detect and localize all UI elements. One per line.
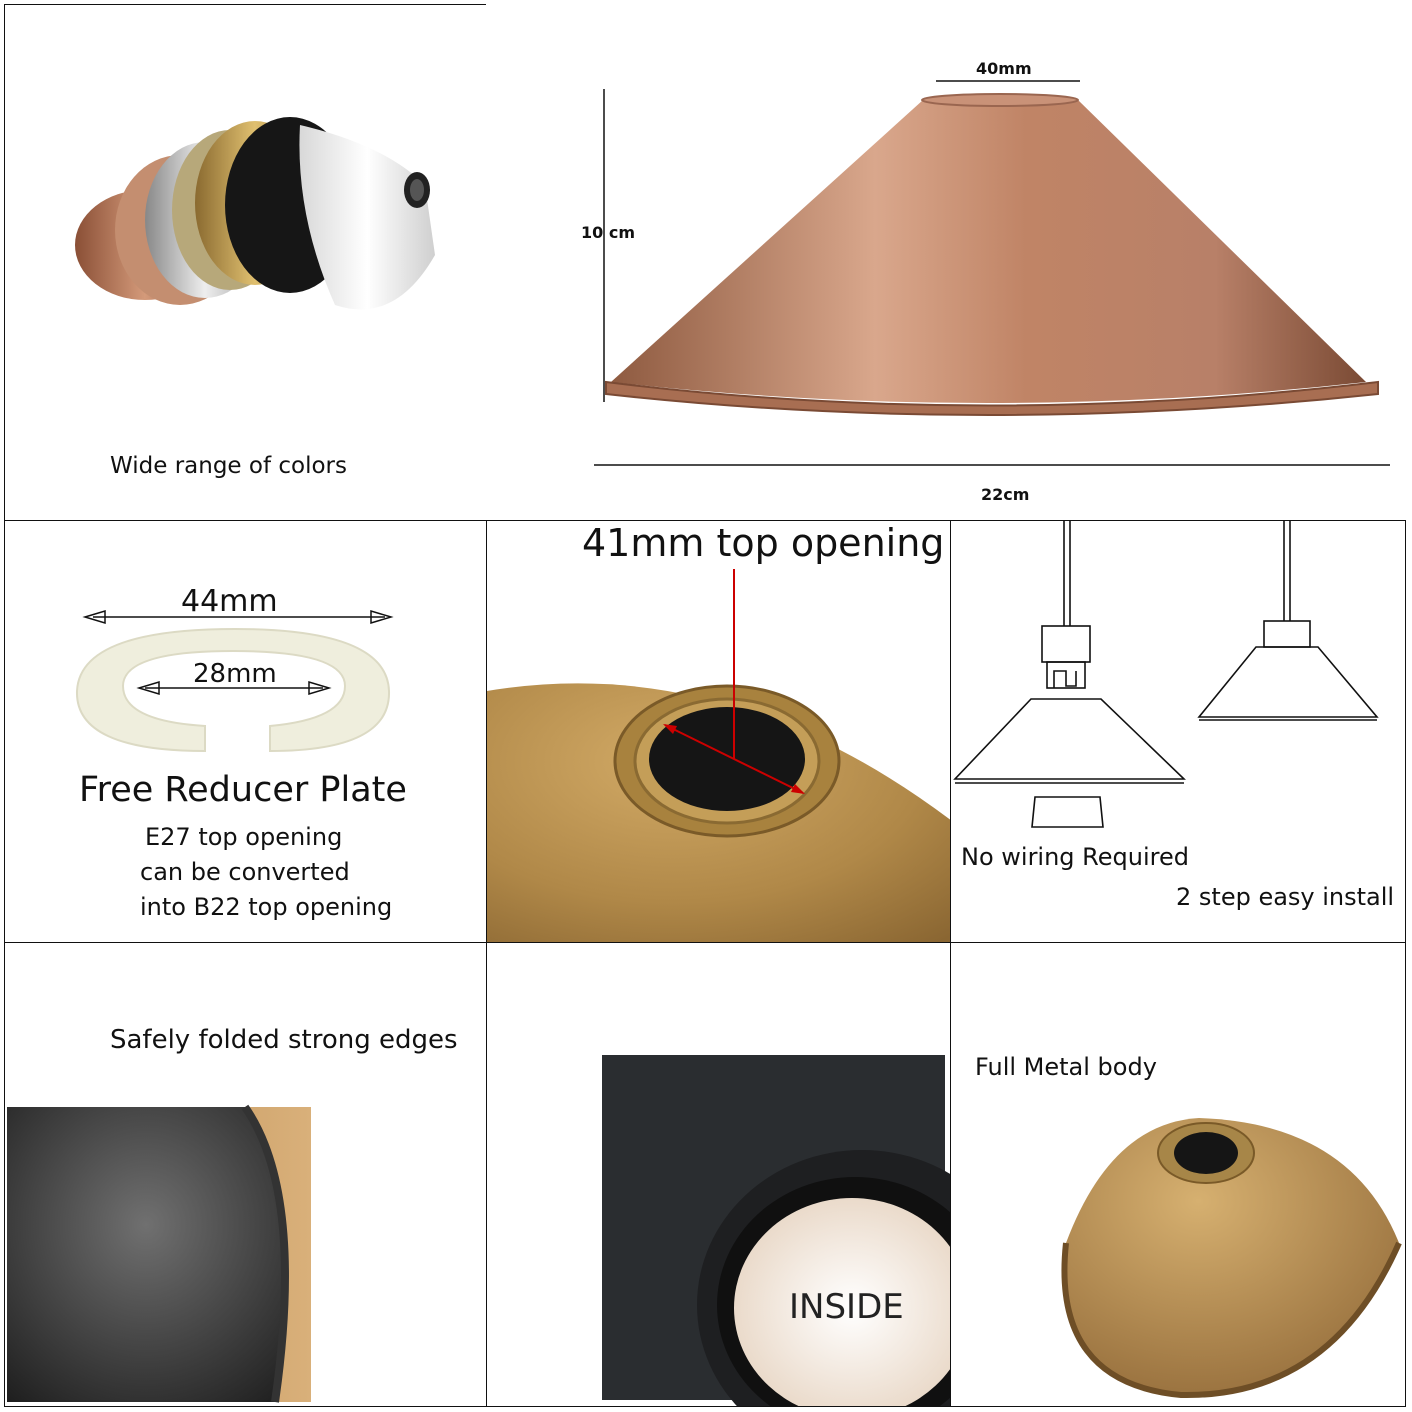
- inside-label: INSIDE: [789, 1287, 904, 1327]
- inside-closeup-image: [602, 1055, 950, 1406]
- dimension-bottom-width: 22cm: [981, 485, 1030, 504]
- reducer-line-3: into B22 top opening: [140, 893, 393, 921]
- reducer-line-2: can be converted: [140, 858, 350, 886]
- panel-opening: 41mm top opening: [486, 520, 951, 943]
- panel-colors: Wide range of colors: [4, 4, 487, 521]
- panel-dimensions: 40mm 10 cm 22cm: [486, 4, 1406, 521]
- metal-shade-image: [1061, 1118, 1402, 1399]
- dimension-top-width: 40mm: [976, 59, 1032, 78]
- reducer-line-1: E27 top opening: [145, 823, 343, 851]
- reducer-title: Free Reducer Plate: [79, 770, 407, 810]
- opening-title: 41mm top opening: [582, 521, 945, 565]
- reducer-ring-image: [75, 609, 394, 753]
- edges-caption: Safely folded strong edges: [110, 1025, 458, 1055]
- lampshade-stack-image: [75, 117, 435, 310]
- panel-edges: Safely folded strong edges: [4, 942, 487, 1407]
- copper-shade-image: [594, 80, 1390, 466]
- reducer-outer-dim: 44mm: [181, 584, 278, 619]
- panel-metal: Full Metal body: [950, 942, 1406, 1407]
- install-diagram: [953, 521, 1379, 828]
- dimension-height: 10 cm: [581, 223, 635, 242]
- reducer-inner-dim: 28mm: [193, 659, 277, 689]
- shade-top-closeup-image: [487, 569, 950, 942]
- install-line-2: 2 step easy install: [1176, 883, 1395, 911]
- panel-install: No wiring Required 2 step easy install: [950, 520, 1406, 943]
- install-line-1: No wiring Required: [961, 843, 1189, 871]
- folded-edge-image: [7, 1104, 311, 1403]
- colors-caption: Wide range of colors: [110, 453, 347, 479]
- metal-caption: Full Metal body: [975, 1053, 1157, 1081]
- panel-inside: INSIDE: [486, 942, 951, 1407]
- panel-reducer: 44mm 28mm Free Reducer Plate E27 top ope…: [4, 520, 487, 943]
